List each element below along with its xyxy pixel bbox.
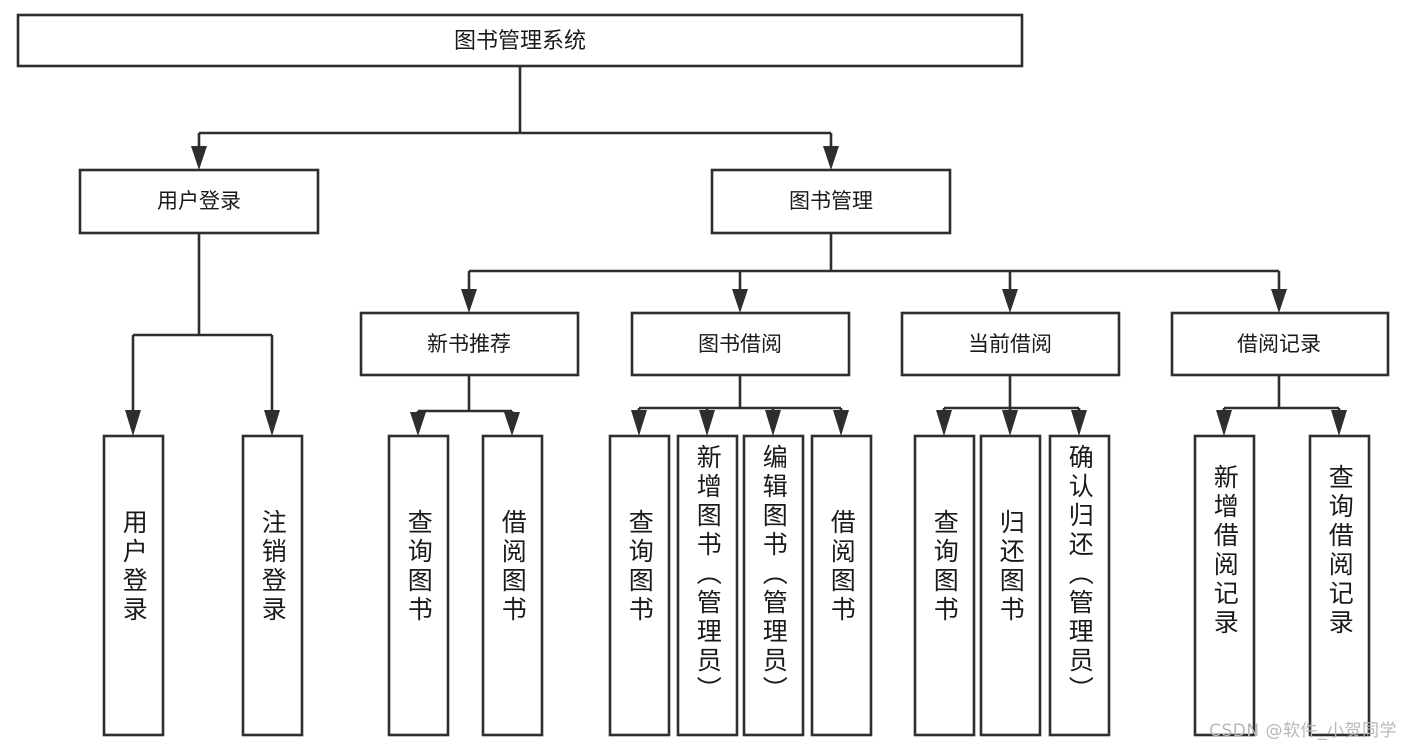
connector-group-borrow-record [1216,375,1347,436]
arrowhead-leaf-query-book-1 [410,412,426,436]
arrowhead-leaf-add-record [1216,410,1232,436]
arrowhead-leaf-borrow-book-1 [504,412,520,436]
arrowhead-leaf-borrow-book-2 [833,410,849,436]
node-book-manage[interactable]: 图书管理 [710,168,952,235]
node-book-manage-box[interactable] [710,168,952,235]
node-leaf-confirm-return-box[interactable] [1048,434,1111,737]
node-borrow-record-label: 借阅记录 [1237,332,1321,356]
arrowhead-leaf-add-book [699,410,715,436]
connector-group-root [191,66,839,170]
watermark-text: CSDN @软件_小贺同学 [1209,721,1397,741]
node-user-login-label: 用户登录 [157,189,241,213]
connector-group-book-manage [461,233,1287,313]
connector-group-current-borrow [936,375,1087,436]
arrowhead-leaf-query-record [1331,410,1347,436]
node-leaf-query-book-2-box[interactable] [608,434,671,737]
node-leaf-query-book-3-box[interactable] [913,434,976,737]
node-leaf-return-book-box[interactable] [979,434,1042,737]
node-root-box[interactable] [16,13,1024,68]
arrowhead-leaf-user-logout [264,410,280,436]
connector-group-user-login [125,233,280,436]
node-new-book-recommend-label: 新书推荐 [427,332,511,356]
node-book-borrow-label: 图书借阅 [698,332,782,356]
node-user-login-box[interactable] [78,168,320,235]
arrowhead-borrow-record [1271,289,1287,313]
arrowhead-leaf-return-book [1002,410,1018,436]
node-root[interactable]: 图书管理系统 [16,13,1024,68]
connector-group-new-book-recommend [410,375,520,436]
node-book-borrow-box[interactable] [630,311,851,377]
node-leaf-add-record-box[interactable] [1193,434,1256,737]
node-leaf-user-login-box[interactable] [102,434,165,737]
node-leaf-query-book-1-box[interactable] [387,434,450,737]
arrowhead-user-login [191,146,207,170]
arrowhead-new-book-recommend [461,289,477,313]
node-leaf-borrow-book-1-box[interactable] [481,434,544,737]
node-borrow-record-box[interactable] [1170,311,1390,377]
node-leaf-query-record-box[interactable] [1308,434,1371,737]
node-current-borrow[interactable]: 当前借阅 [900,311,1121,377]
arrowhead-leaf-query-book-2 [631,410,647,436]
arrowhead-leaf-confirm-return [1071,410,1087,436]
arrowhead-leaf-edit-book [765,410,781,436]
node-current-borrow-label: 当前借阅 [968,332,1052,356]
node-root-label: 图书管理系统 [454,29,586,54]
node-book-borrow[interactable]: 图书借阅 [630,311,851,377]
node-current-borrow-box[interactable] [900,311,1121,377]
node-borrow-record[interactable]: 借阅记录 [1170,311,1390,377]
node-new-book-recommend-box[interactable] [359,311,580,377]
arrowhead-book-manage [823,146,839,170]
arrowhead-leaf-user-login [125,410,141,436]
connector-group-book-borrow [631,375,849,436]
node-user-login[interactable]: 用户登录 [78,168,320,235]
node-book-manage-label: 图书管理 [789,189,873,213]
arrowhead-book-borrow [732,289,748,313]
node-leaf-edit-book-box[interactable] [742,434,805,737]
arrowhead-current-borrow [1002,289,1018,313]
node-leaf-user-logout-box[interactable] [241,434,304,737]
arrowhead-leaf-query-book-3 [936,410,952,436]
node-leaf-add-book-box[interactable] [676,434,739,737]
node-leaf-borrow-book-2-box[interactable] [810,434,873,737]
node-new-book-recommend[interactable]: 新书推荐 [359,311,580,377]
